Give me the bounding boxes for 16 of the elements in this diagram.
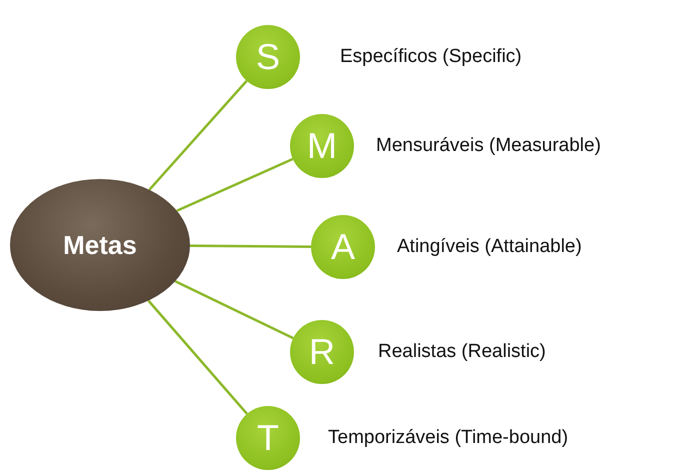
letter-circle: T — [236, 406, 300, 470]
letter-circle: M — [290, 114, 354, 178]
connector-line — [148, 80, 248, 191]
criterion-label: Específicos (Specific) — [340, 46, 522, 68]
criterion-label: Mensuráveis (Measurable) — [376, 135, 601, 157]
letter-circle: R — [290, 320, 354, 384]
connector-line — [147, 300, 248, 415]
criterion-label: Realistas (Realistic) — [378, 341, 546, 363]
connector-line — [176, 158, 294, 212]
criterion-label: Atingíveis (Attainable) — [397, 236, 582, 258]
letter-circle: S — [236, 25, 300, 89]
goal-ellipse: Metas — [10, 179, 190, 311]
connector-line — [190, 244, 311, 248]
criterion-label: Temporizáveis (Time-bound) — [328, 427, 568, 449]
letter-circle: A — [311, 215, 375, 279]
connector-line — [174, 280, 294, 340]
